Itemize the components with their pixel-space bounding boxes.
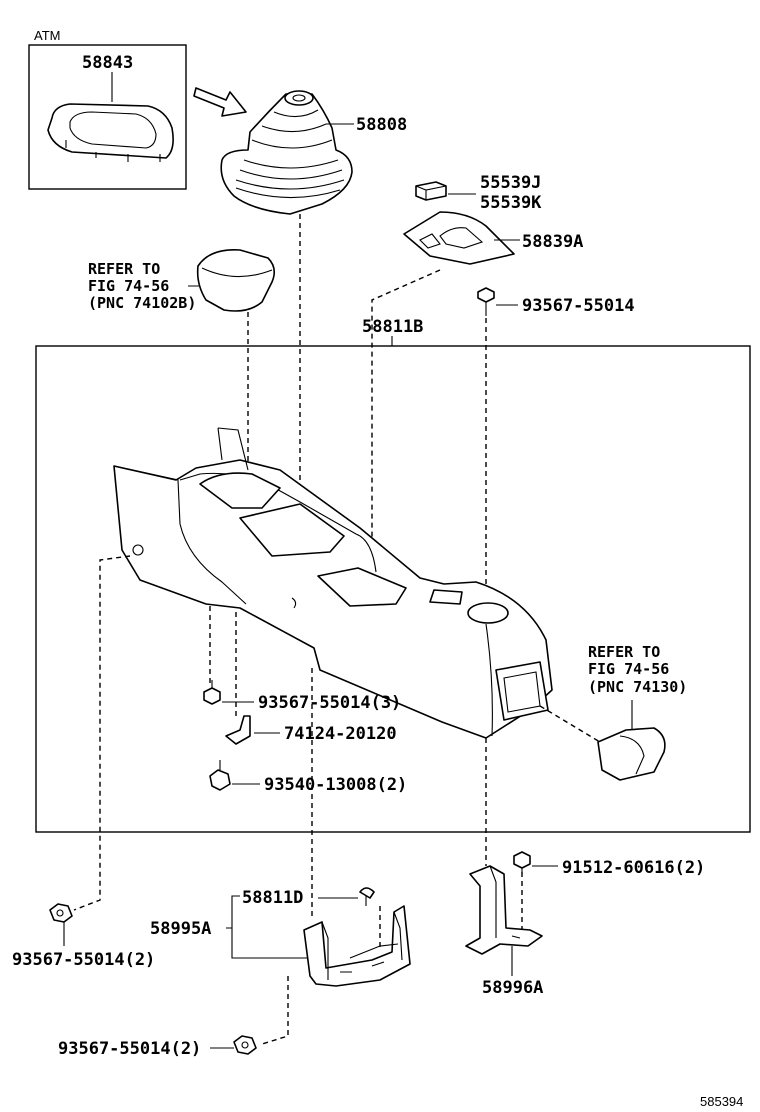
bolt-91512: [513, 851, 531, 874]
screw-93567-top: [477, 287, 495, 316]
clip-58811d: [359, 887, 375, 906]
part-55539j-label: 55539J: [480, 173, 541, 193]
clip-55539: [415, 181, 447, 201]
direction-arrow: [193, 87, 247, 117]
part-93567-left-label: 93567-55014(2): [12, 950, 155, 970]
part-58996a-label: 58996A: [482, 978, 543, 998]
guide-pocket: [539, 705, 601, 743]
console-box-58811b: [113, 427, 553, 739]
part-93567-bottom-label: 93567-55014(2): [58, 1039, 201, 1059]
screw-93567-left: [49, 903, 73, 923]
part-93567-top-label: 93567-55014: [522, 296, 635, 316]
tray-74102b: [196, 249, 276, 312]
bracket-74124: [225, 715, 251, 745]
part-58843-label: 58843: [82, 53, 133, 73]
guide-panel: [371, 269, 441, 600]
part-91512-label: 91512-60616(2): [562, 858, 705, 878]
part-93567-3-label: 93567-55014(3): [258, 693, 401, 713]
leader-58995a: [226, 895, 312, 959]
pocket-74130: [597, 727, 666, 781]
refer2-line3: (PNC 74130): [588, 678, 687, 696]
diagram-id: 585394: [700, 1094, 743, 1109]
shift-boot-58808: [220, 90, 353, 215]
panel-58839a: [403, 211, 515, 265]
guide-bottom-screw: [261, 976, 289, 1045]
bracket-58995a: [303, 905, 411, 987]
shift-bezel-58843: [47, 103, 174, 162]
part-93540-label: 93540-13008(2): [264, 775, 407, 795]
screw-93540: [209, 760, 231, 791]
console-group-box: [35, 345, 751, 833]
refer1-line3: (PNC 74102B): [88, 294, 196, 312]
refer2-line2: FIG 74-56: [588, 660, 669, 678]
part-74124-label: 74124-20120: [284, 724, 397, 744]
part-58811d-label: 58811D: [242, 888, 303, 908]
part-58995a-label: 58995A: [150, 919, 211, 939]
screw-93567-3: [203, 680, 221, 705]
part-55539k-label: 55539K: [480, 193, 542, 213]
part-58811b-label: 58811B: [362, 317, 423, 337]
bracket-58996a: [465, 865, 543, 955]
refer1-line2: FIG 74-56: [88, 277, 169, 295]
atm-label: ATM: [34, 28, 60, 43]
refer2-line1: REFER TO: [588, 643, 660, 661]
guide-left-screw: [73, 555, 131, 911]
refer1-line1: REFER TO: [88, 260, 160, 278]
part-58808-label: 58808: [356, 115, 407, 135]
screw-93567-bottom: [233, 1035, 257, 1055]
atm-inset-box: [28, 44, 187, 190]
part-58839a-label: 58839A: [522, 232, 583, 252]
